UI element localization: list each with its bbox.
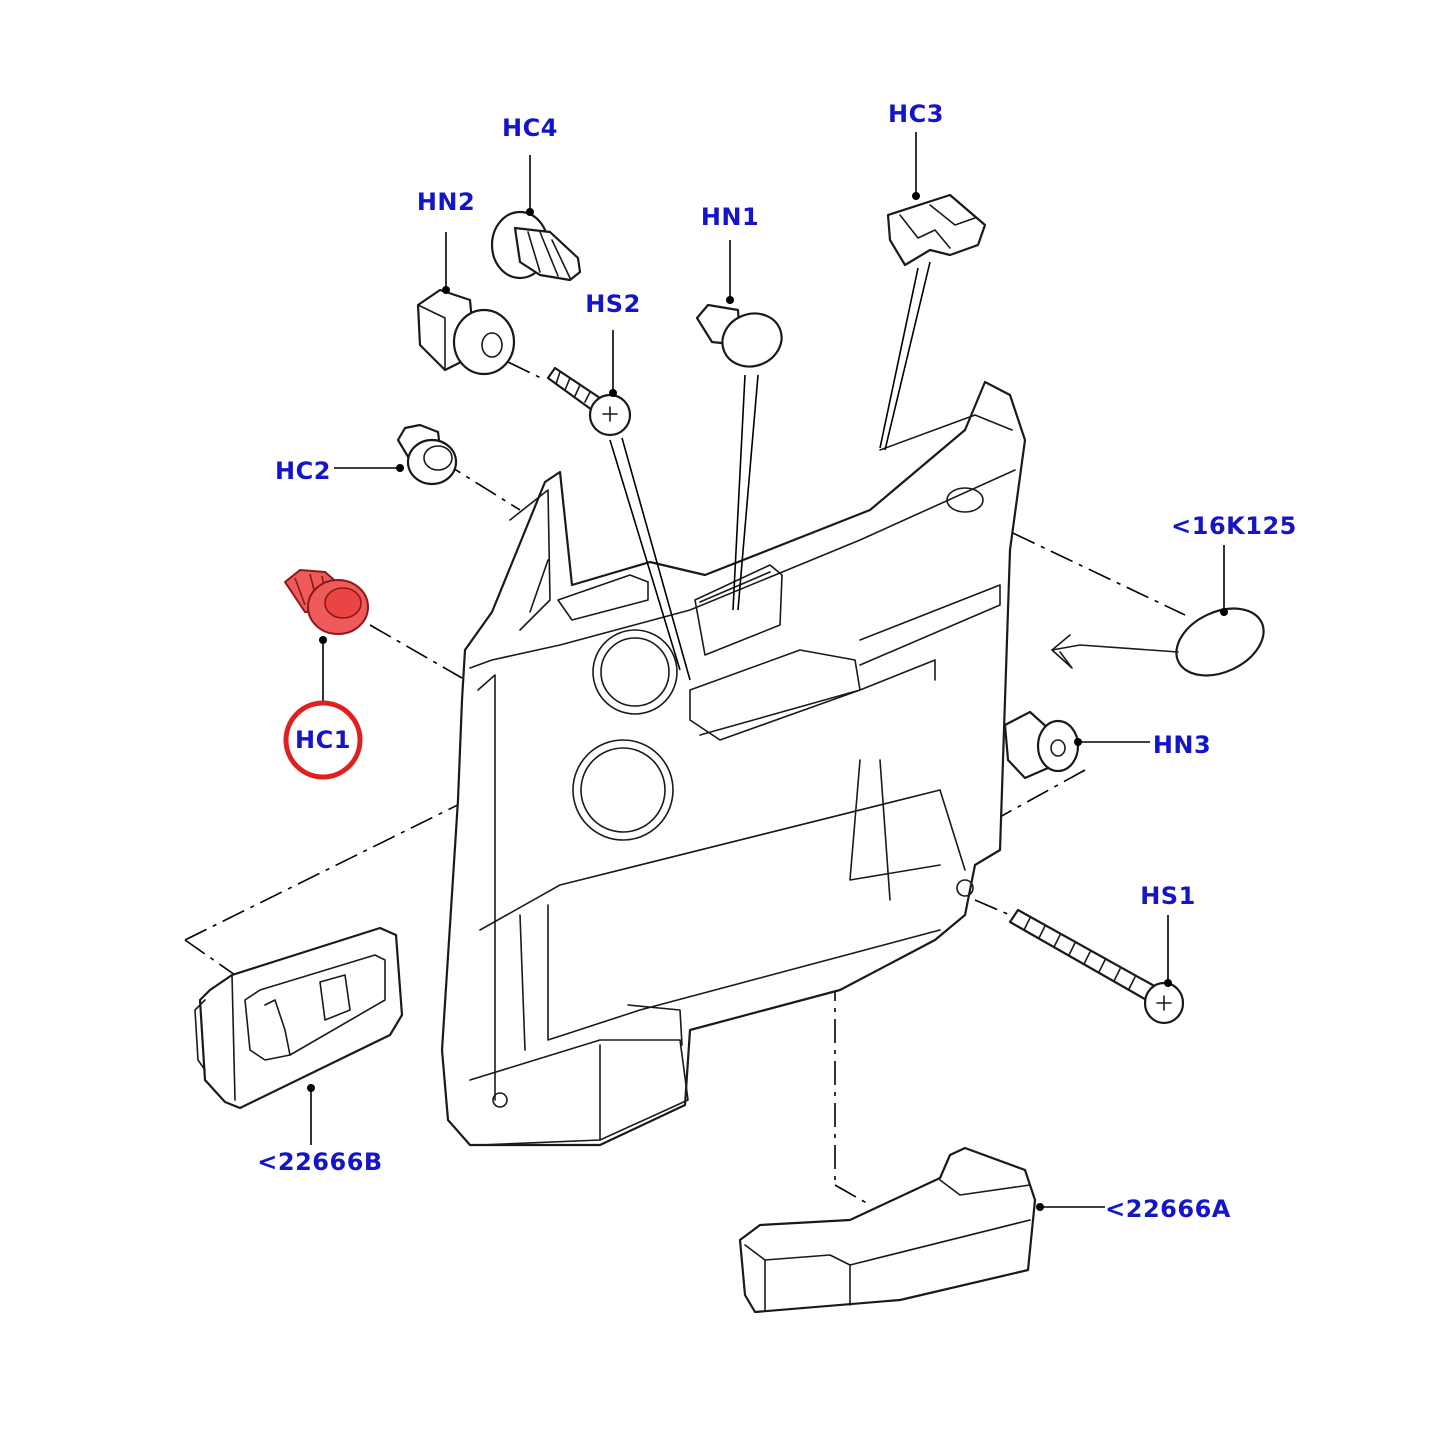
part-16k125[interactable] [1051,595,1274,688]
hn2-label: HN2 [417,188,475,216]
part-22666a-armrest[interactable] [738,1146,1037,1314]
hs2-fixing-line [609,439,681,671]
hc4-clip[interactable] [490,210,582,282]
hs1-screw[interactable] [1008,908,1185,1025]
ref-22666b-label: <22666B [257,1148,382,1176]
ref-16k125-label: <16K125 [1171,512,1297,540]
hc3-fixing-line [879,267,919,449]
hc2-clip[interactable] [396,423,458,486]
hs2-label: HS2 [585,290,641,318]
hc1-label: HC1 [295,726,351,754]
ref-22666a-label: <22666A [1105,1195,1231,1223]
hc2-label: HC2 [275,457,331,485]
hc1-clip[interactable] [284,569,369,635]
hn2-nut[interactable] [416,288,516,376]
hc1-highlight-ring [283,700,363,780]
hn1-nut[interactable] [695,303,789,375]
hn1-label: HN1 [701,203,759,231]
hs2-screw[interactable] [546,366,632,437]
hn3-nut[interactable] [1003,710,1080,780]
door-trim-panel [440,380,1027,1147]
hc3-clip[interactable] [886,193,987,267]
part-22666b-door-handle[interactable] [194,926,404,1110]
hn1-fixing-line [732,374,746,611]
hc4-label: HC4 [502,114,558,142]
hs1-label: HS1 [1140,882,1196,910]
hn3-label: HN3 [1153,731,1211,759]
hc3-label: HC3 [888,100,944,128]
hc1-leader-dot [319,636,327,644]
